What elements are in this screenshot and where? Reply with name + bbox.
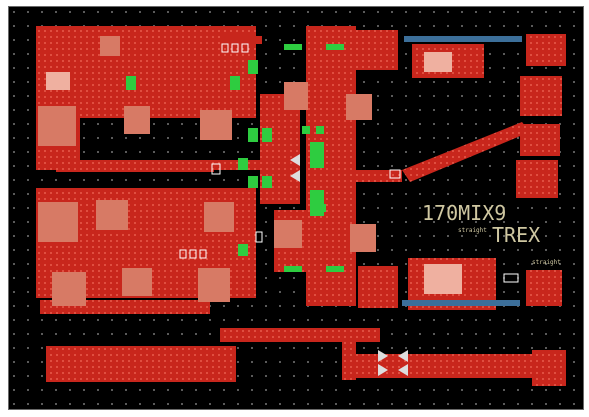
via-pads bbox=[38, 36, 462, 306]
annotation-1: straight bbox=[458, 227, 487, 234]
designer-label: TREX bbox=[492, 223, 540, 247]
blue-lines bbox=[402, 36, 522, 306]
layout-viewport[interactable]: 170MIX9 TREX straight straight bbox=[12, 10, 580, 406]
small-boxes bbox=[179, 43, 519, 283]
green-contacts bbox=[126, 44, 344, 272]
transistors bbox=[290, 154, 408, 376]
metal-bottom[interactable] bbox=[46, 328, 566, 386]
annotation-2: straight bbox=[532, 259, 561, 266]
circuit-name-label: 170MIX9 bbox=[422, 201, 506, 225]
